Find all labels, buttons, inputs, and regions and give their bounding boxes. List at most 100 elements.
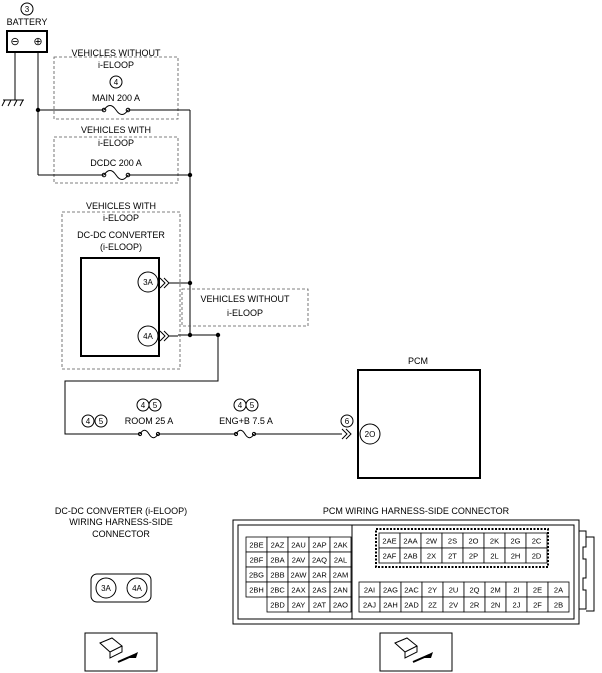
connector-pin-label: 2BE xyxy=(249,540,263,549)
connector-pin-label: 2F xyxy=(533,600,542,609)
dcdc-fuse-label: DCDC 200 A xyxy=(90,158,142,168)
connector-pin-label: 2BA xyxy=(270,555,284,564)
lower-fuse-line: 4 5 4 5 ROOM 25 A 4 5 ENG+B 7.5 A xyxy=(81,398,352,440)
connector-pin-label: 2BB xyxy=(270,570,284,579)
connector-pin-label: 2BH xyxy=(249,585,264,594)
connector-pin-label: 2Q xyxy=(469,585,479,594)
battery: 3 BATTERY ⊖ ⊕ xyxy=(6,2,48,53)
connector-pin-label: 2BD xyxy=(270,600,285,609)
battery-positive-icon: ⊕ xyxy=(33,36,42,48)
connector-pin-label: 2BF xyxy=(250,555,264,564)
group-vehicles-without-box xyxy=(53,56,179,120)
pcm-ref: 6 xyxy=(345,417,350,426)
converter-pin-4a: 4A xyxy=(143,332,153,341)
connector-cavity xyxy=(525,547,548,564)
engb-fuse-ref-a: 4 xyxy=(238,401,243,410)
main-fuse-icon xyxy=(103,105,129,115)
battery-box xyxy=(6,30,48,53)
lower-ref-b: 5 xyxy=(99,417,104,426)
connector-pin-label: 2AD xyxy=(404,600,419,609)
converter-group-label-line1: VEHICLES WITH xyxy=(86,201,156,211)
connector-pin-label: 2N xyxy=(491,600,501,609)
main-fuse-group: VEHICLES WITHOUT i-ELOOP 4 MAIN 200 A xyxy=(38,48,190,120)
connector-pin-label: 2AH xyxy=(383,600,398,609)
connector-pin-label: 2I xyxy=(513,585,519,594)
dcdc-harness-plug-icon xyxy=(99,637,138,663)
connector-pin-label: 2AE xyxy=(382,536,396,545)
connector-4a-arrow-icon xyxy=(159,330,170,342)
connector-pin-label: 2AL xyxy=(334,555,347,564)
pcm-pin-2o: 2O xyxy=(365,430,376,439)
converter-title-line1: DC-DC CONVERTER xyxy=(77,230,165,240)
dcdc-connector-title-line2: WIRING HARNESS-SIDE xyxy=(69,517,173,527)
pcm-connector-arrow-icon xyxy=(341,428,352,440)
battery-negative-icon: ⊖ xyxy=(10,36,19,48)
connector-pin-label: 2M xyxy=(490,585,500,594)
vertical-bus-wires xyxy=(64,110,221,435)
engb-fuse-label: ENG+B 7.5 A xyxy=(219,416,273,426)
dcdc-connector-pin-3a: 3A xyxy=(101,584,111,593)
connector-pin-label: 2L xyxy=(490,551,498,560)
connector-pin-label: 2AI xyxy=(364,585,375,594)
dcdc-connector-face: DC-DC CONVERTER (i-ELOOP) WIRING HARNESS… xyxy=(55,506,187,672)
group-label-line2: i-ELOOP xyxy=(98,60,134,70)
dcdc-fuse-icon xyxy=(103,170,129,180)
dcdc-converter: VEHICLES WITH i-ELOOP DC-DC CONVERTER (i… xyxy=(61,201,181,370)
connector-pin-label: 2H xyxy=(511,551,521,560)
connector-pin-label: 2C xyxy=(532,536,542,545)
connector-pin-label: 2AN xyxy=(333,585,348,594)
converter-pin-3a: 3A xyxy=(143,278,153,287)
bypass-box xyxy=(181,288,309,327)
converter-title-line2: (i-ELOOP) xyxy=(100,242,142,252)
connector-pin-label: 2V xyxy=(449,600,458,609)
dcdc-connector-title-line1: DC-DC CONVERTER (i-ELOOP) xyxy=(55,506,187,516)
connector-pin-label: 2AS xyxy=(312,585,326,594)
main-fuse-label: MAIN 200 A xyxy=(92,93,140,103)
connector-pin-label: 2AO xyxy=(333,600,348,609)
connector-pin-label: 2J xyxy=(513,600,521,609)
connector-pin-label: 2AR xyxy=(312,570,327,579)
connector-3a-arrow-icon xyxy=(159,277,170,289)
connector-pin-label: 2O xyxy=(468,536,478,545)
pcm-harness-plug-icon xyxy=(394,637,433,663)
connector-pin-label: 2S xyxy=(448,536,457,545)
group-vehicles-with-box xyxy=(53,136,179,184)
battery-ref: 3 xyxy=(25,5,30,14)
connector-pin-label: 2AQ xyxy=(312,555,327,564)
group-label-line1: VEHICLES WITHOUT xyxy=(71,48,161,58)
connector-pin-label: 2U xyxy=(449,585,459,594)
connector-pin-label: 2BC xyxy=(270,585,285,594)
dcdc-connector-pin-4a: 4A xyxy=(132,584,142,593)
lower-ref-a: 4 xyxy=(86,417,91,426)
bypass-group: VEHICLES WITHOUT i-ELOOP xyxy=(181,288,309,327)
connector-pin-label: 2AA xyxy=(403,536,417,545)
connector-pin-label: 2D xyxy=(532,551,542,560)
bypass-label-line1: VEHICLES WITHOUT xyxy=(200,294,290,304)
dcdc-group-label-line1: VEHICLES WITH xyxy=(81,125,151,135)
connector-pin-label: 2BG xyxy=(249,570,264,579)
room-fuse-ref-a: 4 xyxy=(141,401,146,410)
ground-symbol xyxy=(1,52,24,107)
connector-pin-label: 2X xyxy=(427,551,436,560)
connector-pin-label: 2T xyxy=(448,551,457,560)
connector-pin-label: 2Z xyxy=(428,600,437,609)
room-fuse-icon xyxy=(139,429,159,439)
connector-pin-label: 2AG xyxy=(383,585,398,594)
connector-pin-label: 2AY xyxy=(292,600,306,609)
connector-pin-label: 2AU xyxy=(291,540,306,549)
connector-pin-label: 2AK xyxy=(333,540,347,549)
connector-pin-label: 2G xyxy=(510,536,520,545)
connector-cavity xyxy=(329,596,352,613)
engb-fuse-ref-b: 5 xyxy=(250,401,255,410)
pcm-connector-title: PCM WIRING HARNESS-SIDE CONNECTOR xyxy=(323,506,510,516)
bypass-label-line2: i-ELOOP xyxy=(227,308,263,318)
connector-pin-label: 2A xyxy=(554,585,563,594)
dcdc-group-label-line2: i-ELOOP xyxy=(98,138,134,148)
connector-pin-label: 2AW xyxy=(291,570,308,579)
pcm-connector-highlight xyxy=(375,528,549,568)
